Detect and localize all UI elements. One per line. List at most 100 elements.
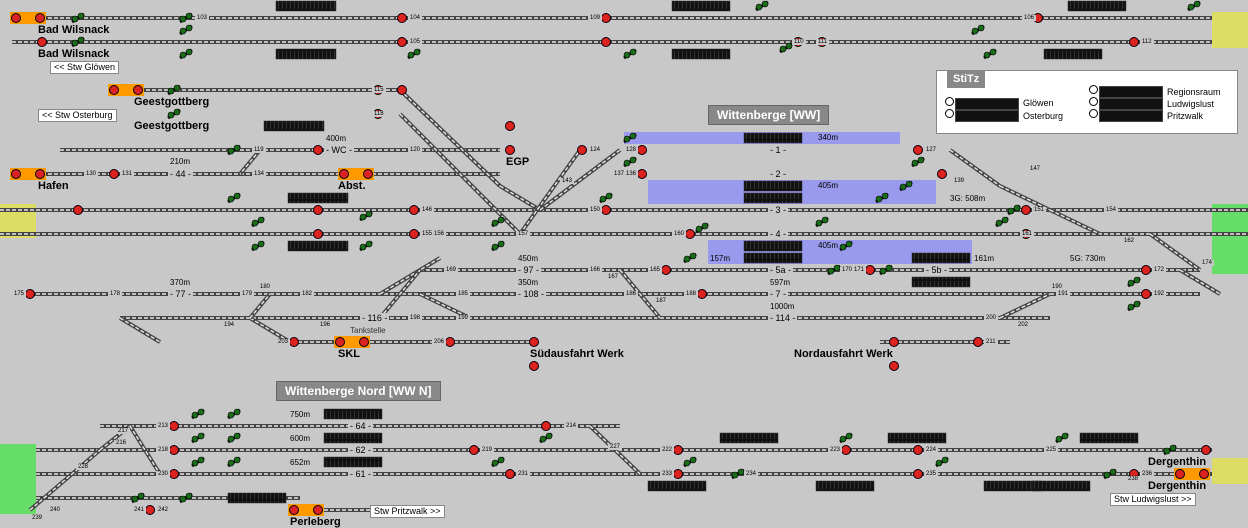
station-dergenthin-2[interactable]: Dergenthin — [1148, 480, 1207, 492]
signal-icon[interactable] — [313, 145, 323, 155]
block-section-17[interactable] — [323, 432, 383, 444]
signal-icon[interactable] — [529, 337, 539, 347]
signal-icon[interactable] — [11, 169, 21, 179]
nav-ludwigslust-button[interactable]: Stw Ludwigslust >> — [1110, 493, 1196, 506]
signal-icon[interactable] — [601, 13, 611, 23]
signal-icon[interactable] — [313, 229, 323, 239]
signal-icon[interactable] — [11, 13, 21, 23]
signal-aspect-icon[interactable] — [71, 12, 85, 24]
station-skl[interactable]: SKL — [338, 348, 360, 360]
signal-icon[interactable] — [1175, 469, 1185, 479]
station-egp[interactable]: EGP — [506, 156, 530, 168]
signal-icon[interactable] — [1021, 205, 1031, 215]
station-geestgottberg-2[interactable]: Geestgottberg — [134, 120, 210, 132]
signal-icon[interactable] — [673, 445, 683, 455]
block-section-4[interactable] — [671, 48, 731, 60]
block-section-20[interactable] — [719, 432, 779, 444]
signal-aspect-icon[interactable] — [755, 0, 769, 12]
signal-aspect-icon[interactable] — [1103, 468, 1117, 480]
signal-icon[interactable] — [937, 169, 947, 179]
block-section-0[interactable] — [275, 0, 337, 12]
signal-aspect-icon[interactable] — [191, 456, 205, 468]
signal-icon[interactable] — [289, 337, 299, 347]
signal-icon[interactable] — [1129, 37, 1139, 47]
signal-aspect-icon[interactable] — [839, 240, 853, 252]
signal-aspect-icon[interactable] — [971, 24, 985, 36]
signal-icon[interactable] — [601, 37, 611, 47]
station-dergenthin-1[interactable]: Dergenthin — [1148, 456, 1207, 468]
signal-icon[interactable] — [913, 145, 923, 155]
nav-glowen-button[interactable]: << Stw Glöwen — [50, 61, 120, 74]
signal-aspect-icon[interactable] — [1127, 300, 1141, 312]
signal-aspect-icon[interactable] — [227, 432, 241, 444]
signal-icon[interactable] — [889, 337, 899, 347]
signal-aspect-icon[interactable] — [683, 252, 697, 264]
signal-aspect-icon[interactable] — [491, 240, 505, 252]
signal-icon[interactable] — [865, 265, 875, 275]
signal-aspect-icon[interactable] — [1163, 444, 1177, 456]
block-section-19[interactable] — [227, 492, 287, 504]
signal-icon[interactable] — [673, 469, 683, 479]
signal-aspect-icon[interactable] — [179, 492, 193, 504]
signal-aspect-icon[interactable] — [875, 192, 889, 204]
track-diagonal-10[interactable] — [378, 256, 442, 296]
signal-icon[interactable] — [889, 361, 899, 371]
signal-aspect-icon[interactable] — [879, 264, 893, 276]
signal-icon[interactable] — [35, 13, 45, 23]
signal-icon[interactable] — [35, 169, 45, 179]
signal-aspect-icon[interactable] — [227, 456, 241, 468]
signal-aspect-icon[interactable] — [623, 156, 637, 168]
signal-aspect-icon[interactable] — [1055, 432, 1069, 444]
signal-icon[interactable] — [1201, 445, 1211, 455]
block-section-6[interactable] — [263, 120, 325, 132]
signal-icon[interactable] — [397, 37, 407, 47]
signal-icon[interactable] — [637, 169, 647, 179]
signal-aspect-icon[interactable] — [251, 216, 265, 228]
signal-aspect-icon[interactable] — [623, 132, 637, 144]
signal-aspect-icon[interactable] — [191, 408, 205, 420]
signal-icon[interactable] — [577, 145, 587, 155]
block-section-23[interactable] — [647, 480, 707, 492]
signal-aspect-icon[interactable] — [359, 210, 373, 222]
block-section-21[interactable] — [887, 432, 947, 444]
signal-aspect-icon[interactable] — [731, 468, 745, 480]
signal-icon[interactable] — [409, 229, 419, 239]
signal-aspect-icon[interactable] — [491, 456, 505, 468]
signal-icon[interactable] — [313, 505, 323, 515]
signal-icon[interactable] — [505, 121, 515, 131]
signal-icon[interactable] — [289, 505, 299, 515]
signal-icon[interactable] — [1199, 469, 1209, 479]
signal-aspect-icon[interactable] — [179, 24, 193, 36]
signal-icon[interactable] — [109, 85, 119, 95]
block-section-7[interactable] — [287, 192, 349, 204]
signal-aspect-icon[interactable] — [935, 456, 949, 468]
signal-aspect-icon[interactable] — [407, 48, 421, 60]
signal-aspect-icon[interactable] — [539, 432, 553, 444]
block-section-12[interactable] — [743, 240, 803, 252]
block-section-11[interactable] — [743, 192, 803, 204]
signal-aspect-icon[interactable] — [599, 192, 613, 204]
signal-icon[interactable] — [409, 205, 419, 215]
signal-icon[interactable] — [973, 337, 983, 347]
signal-aspect-icon[interactable] — [191, 432, 205, 444]
block-section-1[interactable] — [671, 0, 731, 12]
signal-icon[interactable] — [313, 205, 323, 215]
station-hafen[interactable]: Hafen — [38, 180, 69, 192]
block-section-26[interactable] — [1031, 480, 1091, 492]
block-section-24[interactable] — [815, 480, 875, 492]
block-section-9[interactable] — [743, 132, 803, 144]
signal-icon[interactable] — [601, 205, 611, 215]
signal-aspect-icon[interactable] — [491, 216, 505, 228]
signal-icon[interactable] — [169, 469, 179, 479]
signal-icon[interactable] — [1141, 265, 1151, 275]
signal-aspect-icon[interactable] — [839, 432, 853, 444]
signal-icon[interactable] — [469, 445, 479, 455]
signal-aspect-icon[interactable] — [359, 240, 373, 252]
signal-icon[interactable] — [661, 265, 671, 275]
signal-icon[interactable] — [145, 505, 155, 515]
signal-icon[interactable] — [359, 337, 369, 347]
signal-icon[interactable] — [697, 289, 707, 299]
signal-aspect-icon[interactable] — [623, 48, 637, 60]
signal-icon[interactable] — [841, 445, 851, 455]
signal-icon[interactable] — [335, 337, 345, 347]
